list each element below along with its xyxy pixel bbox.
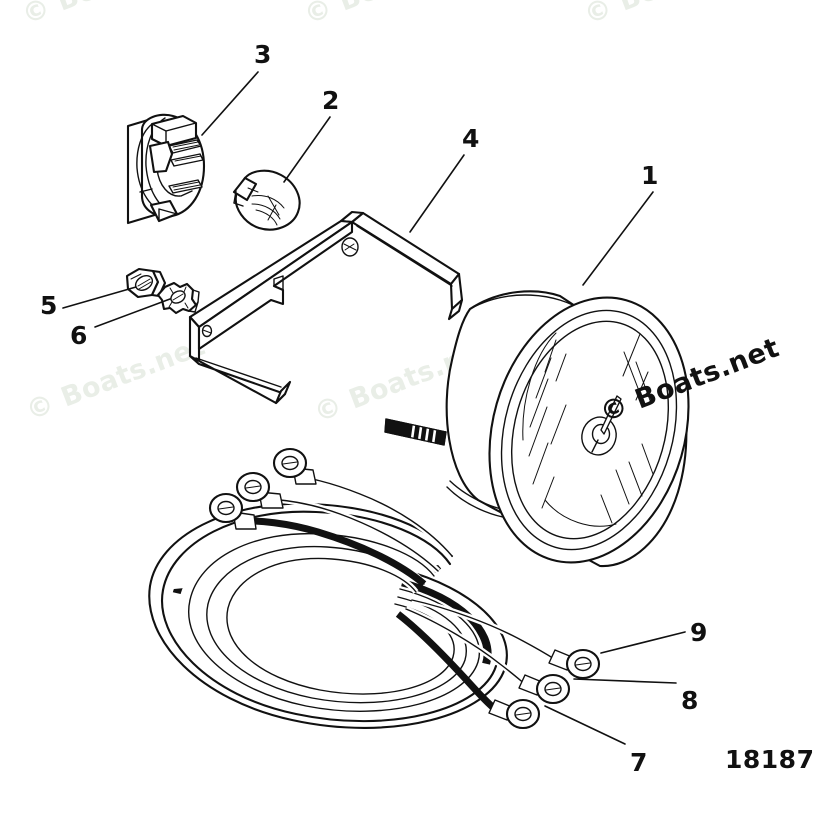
leader-line-9 (600, 631, 686, 654)
callout-number-7[interactable]: 7 (630, 748, 648, 777)
part-mounting-bracket (188, 210, 464, 405)
leader-line-1 (582, 191, 654, 286)
ring-terminal-8 (518, 673, 571, 705)
callout-number-8[interactable]: 8 (681, 686, 699, 715)
callout-number-6[interactable]: 6 (70, 321, 88, 350)
ring-terminal-low-left (208, 492, 257, 530)
callout-leader-lines (62, 71, 686, 745)
callout-number-3[interactable]: 3 (254, 40, 272, 69)
part-lock-washer (156, 281, 200, 315)
leader-line-6 (94, 298, 171, 328)
leader-line-2 (283, 116, 331, 183)
callout-number-2[interactable]: 2 (322, 86, 340, 115)
callout-number-9[interactable]: 9 (690, 618, 708, 647)
ring-terminal-top-left (272, 447, 317, 485)
callout-number-4[interactable]: 4 (462, 124, 480, 153)
leader-line-8 (573, 678, 677, 684)
leader-line-3 (201, 71, 259, 136)
leader-line-7 (544, 705, 626, 745)
ring-terminal-7 (488, 698, 541, 730)
part-lamp-bulb (232, 169, 301, 231)
drawing-number: 18187 (725, 745, 815, 774)
part-bulb-socket (126, 113, 206, 225)
ring-terminal-9 (548, 648, 601, 680)
leader-line-5 (62, 286, 137, 309)
callout-number-1[interactable]: 1 (641, 161, 659, 190)
part-gauge-assembly (384, 290, 690, 568)
leader-line-4 (409, 154, 465, 233)
part-wire-harness (148, 447, 601, 730)
ring-terminal-mid-left (235, 471, 284, 509)
callout-number-5[interactable]: 5 (40, 291, 58, 320)
